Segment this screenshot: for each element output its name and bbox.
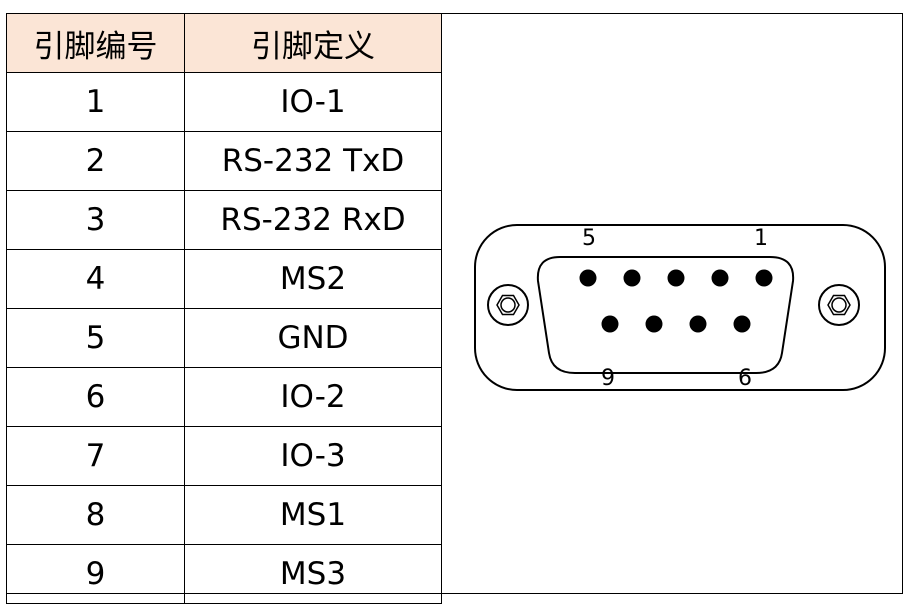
pin-definition-cell: RS-232 TxD: [184, 131, 442, 191]
pin-number-cell: 5: [6, 308, 185, 368]
pin-definition-cell: MS1: [184, 485, 442, 545]
pin-2-dot: [711, 269, 729, 287]
pin-number-cell: 6: [6, 367, 185, 427]
pin-number-cell: 8: [6, 485, 185, 545]
pin-number-cell: 2: [6, 131, 185, 191]
table-row: 5 GND: [6, 308, 442, 368]
pin-9-label: 9: [601, 366, 615, 391]
table-row: 2 RS-232 TxD: [6, 131, 442, 191]
pin-definition-cell: RS-232 RxD: [184, 190, 442, 250]
table-row: 4 MS2: [6, 249, 442, 309]
pin-definition-cell: IO-3: [184, 426, 442, 486]
pin-definition-cell: GND: [184, 308, 442, 368]
pin-8-dot: [645, 315, 663, 333]
table-row: 3 RS-232 RxD: [6, 190, 442, 250]
connector-d-housing: [536, 256, 795, 374]
table-row: 1 IO-1: [6, 72, 442, 132]
pin-4-dot: [623, 269, 641, 287]
table-row: 6 IO-2: [6, 367, 442, 427]
left-screw-icon: [487, 284, 529, 326]
pin-definition-cell: IO-1: [184, 72, 442, 132]
pin-6-label: 6: [738, 366, 752, 391]
pin-number-cell: 4: [6, 249, 185, 309]
pin-definition-cell: MS3: [184, 544, 442, 604]
pin-definition-cell: MS2: [184, 249, 442, 309]
table-row: 7 IO-3: [6, 426, 442, 486]
table-header-row: 引脚编号 引脚定义: [6, 13, 442, 73]
right-screw-icon: [818, 284, 860, 326]
table-row: 8 MS1: [6, 485, 442, 545]
pin-number-cell: 3: [6, 190, 185, 250]
pin-definition-table: 引脚编号 引脚定义 1 IO-1 2 RS-232 TxD 3 RS-232 R…: [6, 13, 442, 604]
pin-number-cell: 7: [6, 426, 185, 486]
pin-5-label: 5: [582, 226, 596, 251]
header-pin-number: 引脚编号: [6, 13, 185, 73]
pin-9-dot: [601, 315, 619, 333]
pin-3-dot: [667, 269, 685, 287]
pin-6-dot: [733, 315, 751, 333]
pin-7-dot: [689, 315, 707, 333]
header-pin-definition: 引脚定义: [184, 13, 442, 73]
pin-number-cell: 9: [6, 544, 185, 604]
connector-outer-shell: [474, 224, 886, 391]
db9-connector-diagram: 5 1 9 6: [474, 224, 886, 391]
pin-5-dot: [579, 269, 597, 287]
pin-definition-cell: IO-2: [184, 367, 442, 427]
pin-1-label: 1: [754, 226, 768, 251]
pin-1-dot: [755, 269, 773, 287]
pin-number-cell: 1: [6, 72, 185, 132]
table-row: 9 MS3: [6, 544, 442, 604]
